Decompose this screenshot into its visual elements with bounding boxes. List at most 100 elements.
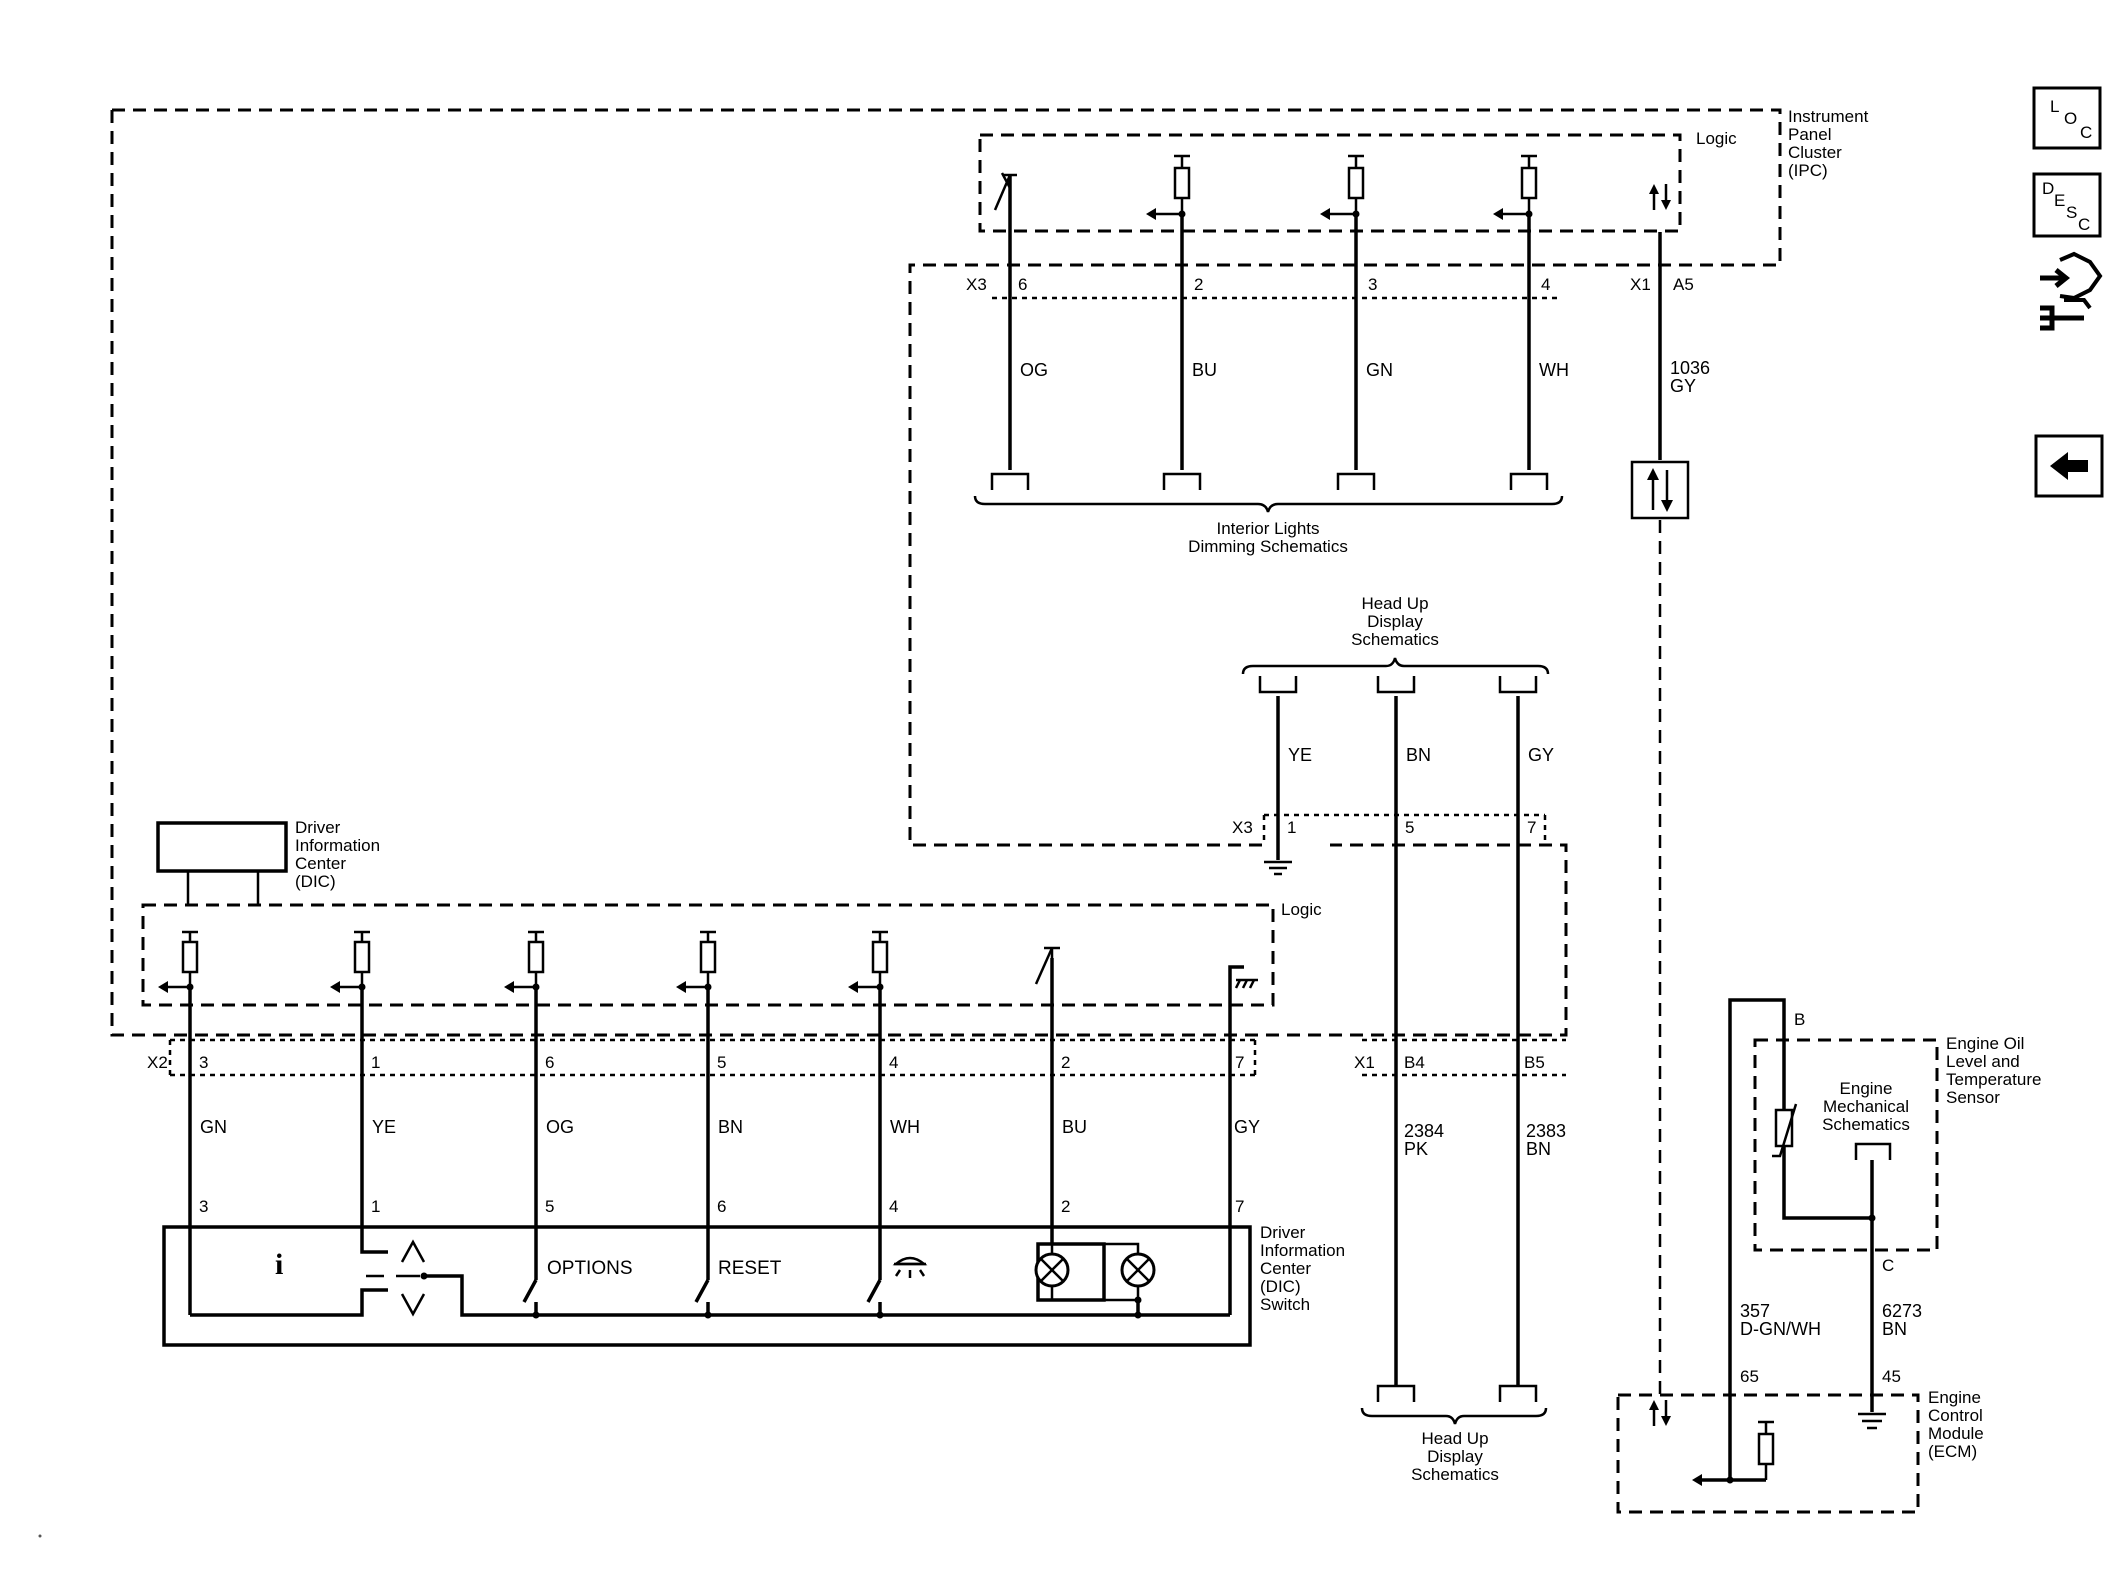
dic-resistor-icon (504, 930, 545, 993)
svg-text:WH: WH (1539, 360, 1569, 380)
connector-x1: X1 (1630, 275, 1651, 294)
svg-text:1036: 1036 (1670, 358, 1710, 378)
svg-text:Schematics: Schematics (1822, 1115, 1910, 1134)
interior-lights-wires: OG BU GN WH Interior Lights Dimming Sche… (973, 188, 1569, 556)
svg-text:O: O (2064, 109, 2077, 128)
hud-top-group: Head Up Display Schematics YE BN GY X3 1… (1232, 594, 1554, 1385)
loc-button[interactable]: L O C (2032, 86, 2102, 150)
svg-text:Temperature: Temperature (1946, 1070, 2041, 1089)
reset-label: RESET (718, 1258, 782, 1279)
ecm-resistor-icon (1757, 1420, 1775, 1480)
svg-text:2383: 2383 (1526, 1121, 1566, 1141)
svg-text:L: L (2050, 97, 2059, 116)
svg-text:357: 357 (1740, 1301, 1770, 1321)
dic-resistor-icon (848, 930, 889, 993)
svg-text:YE: YE (372, 1117, 396, 1137)
svg-text:7: 7 (1527, 818, 1536, 837)
svg-text:C: C (2078, 215, 2090, 234)
svg-text:6: 6 (1018, 275, 1027, 294)
svg-text:GY: GY (1670, 376, 1696, 396)
svg-text:5: 5 (1405, 818, 1414, 837)
svg-text:Information: Information (295, 836, 380, 855)
ecm-ground-icon (1858, 1412, 1886, 1430)
hud-bottom-group: X1 B4 B5 2384 PK 2383 BN Head Up Display… (1354, 1053, 1566, 1484)
dic-switch-assembly: Driver Information Center (DIC) Switch i… (162, 1223, 1345, 1347)
svg-text:YE: YE (1288, 745, 1312, 765)
svg-text:2: 2 (1194, 275, 1203, 294)
ground-icon (1264, 860, 1292, 876)
svg-text:C: C (1882, 1256, 1894, 1275)
ecm-wires: 357 D-GN/WH 65 6273 BN 45 (1740, 1270, 1922, 1430)
svg-text:B4: B4 (1404, 1053, 1425, 1072)
dic-logic-label: Logic (1281, 900, 1322, 919)
svg-text:6: 6 (545, 1053, 554, 1072)
svg-text:Level and: Level and (1946, 1052, 2020, 1071)
svg-text:4: 4 (889, 1053, 898, 1072)
svg-text:B5: B5 (1524, 1053, 1545, 1072)
svg-text:2: 2 (1061, 1053, 1070, 1072)
svg-text:Engine: Engine (1840, 1079, 1893, 1098)
svg-text:Engine Oil: Engine Oil (1946, 1034, 2024, 1053)
serial-data-arrows-icon (1649, 184, 1671, 210)
svg-text:Driver: Driver (1260, 1223, 1306, 1242)
svg-text:OG: OG (546, 1117, 574, 1137)
serial-data-arrows-icon (1649, 1400, 1671, 1426)
svg-text:2384: 2384 (1404, 1121, 1444, 1141)
svg-text:BU: BU (1062, 1117, 1087, 1137)
svg-text:GY: GY (1528, 745, 1554, 765)
svg-text:Center: Center (1260, 1259, 1311, 1278)
dic-switch-icon (1034, 946, 1060, 985)
connector-tool-icon[interactable] (2040, 251, 2103, 331)
ipc-connector-labels: X3 6 2 3 4 X1 A5 (966, 275, 1694, 294)
dic-ground-icon (1228, 965, 1258, 1040)
connector-x3: X3 (966, 275, 987, 294)
svg-text:D-GN/WH: D-GN/WH (1740, 1319, 1821, 1339)
back-arrow-icon (2050, 452, 2088, 480)
svg-text:BN: BN (718, 1117, 743, 1137)
svg-text:GN: GN (200, 1117, 227, 1137)
svg-text:BN: BN (1882, 1319, 1907, 1339)
back-arrow-button[interactable] (2034, 434, 2104, 498)
svg-text:E: E (2054, 191, 2065, 210)
svg-text:5: 5 (545, 1197, 554, 1216)
serial-data-1036: 1036 GY (1630, 232, 1710, 1395)
ipc-logic-symbols (993, 154, 1671, 220)
options-label: OPTIONS (547, 1258, 633, 1279)
svg-text:Module: Module (1928, 1424, 1984, 1443)
svg-text:GN: GN (1366, 360, 1393, 380)
dic-wires: GN YE OG BN WH BU GY 3 1 5 6 4 2 7 (188, 958, 1260, 1315)
ipc-switch-icon (993, 172, 1017, 211)
svg-text:C: C (2080, 123, 2092, 142)
svg-text:S: S (2066, 203, 2077, 222)
dic-resistor-icon (330, 930, 371, 993)
svg-text:1: 1 (371, 1053, 380, 1072)
dic-connector-labels: X2 3 1 6 5 4 2 7 (147, 1053, 1244, 1072)
svg-text:7: 7 (1235, 1053, 1244, 1072)
desc-button[interactable]: D E S C (2032, 172, 2102, 238)
ipc-resistor-icon (1146, 154, 1191, 220)
sidebar: L O C D E S C (2032, 86, 2104, 498)
svg-text:BN: BN (1406, 745, 1431, 765)
svg-text:PK: PK (1404, 1139, 1428, 1159)
svg-text:Switch: Switch (1260, 1295, 1310, 1314)
svg-text:X3: X3 (1232, 818, 1253, 837)
svg-text:OG: OG (1020, 360, 1048, 380)
svg-text:Mechanical: Mechanical (1823, 1097, 1909, 1116)
svg-text:6: 6 (717, 1197, 726, 1216)
svg-text:D: D (2042, 179, 2054, 198)
svg-text:7: 7 (1235, 1197, 1244, 1216)
svg-text:BN: BN (1526, 1139, 1551, 1159)
info-icon: i (275, 1248, 283, 1281)
svg-text:WH: WH (890, 1117, 920, 1137)
svg-text:(DIC): (DIC) (1260, 1277, 1301, 1296)
interior-lights-label: Interior Lights (1217, 519, 1320, 538)
svg-text:BU: BU (1192, 360, 1217, 380)
svg-text:3: 3 (1368, 275, 1377, 294)
svg-text:3: 3 (199, 1197, 208, 1216)
connector-x2: X2 (147, 1053, 168, 1072)
svg-text:Display: Display (1427, 1447, 1483, 1466)
svg-text:X1: X1 (1354, 1053, 1375, 1072)
hud-bottom-label: Head Up (1421, 1429, 1488, 1448)
svg-text:3: 3 (199, 1053, 208, 1072)
